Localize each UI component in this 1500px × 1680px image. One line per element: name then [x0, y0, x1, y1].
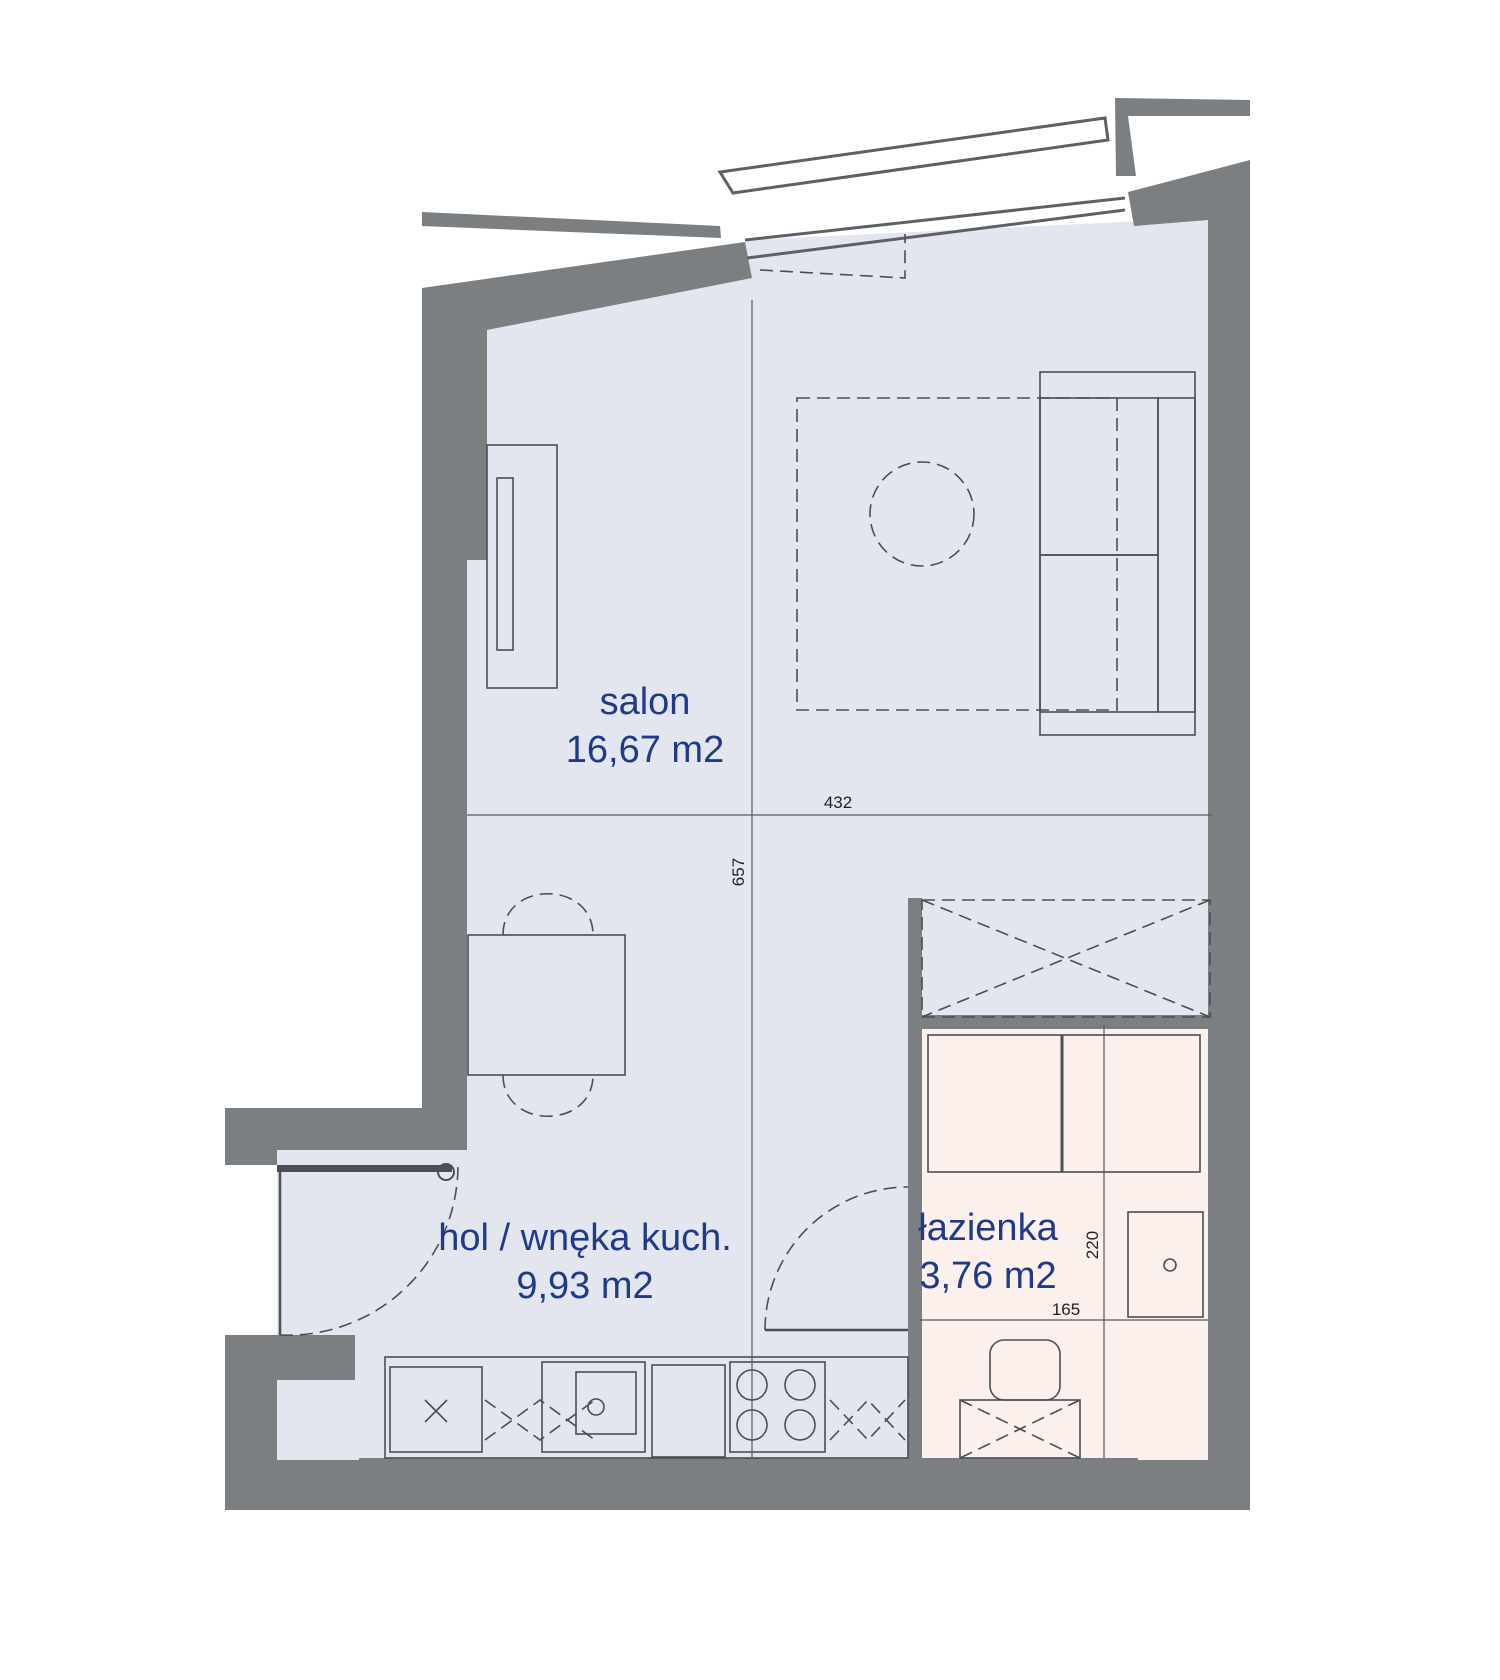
bathroom-fixtures	[927, 1034, 1204, 1459]
dim-bath-width-label: 165	[1052, 1300, 1080, 1319]
salon-hol-floor	[277, 218, 1208, 1458]
toilet-x2	[959, 1399, 1081, 1459]
sofa-back	[1157, 397, 1196, 713]
dim-bath-depth-label: 220	[1083, 1231, 1102, 1259]
wall-top-left-strip	[422, 212, 721, 238]
wall-entrance-upper	[225, 1108, 467, 1165]
lazienka-name: łazienka	[918, 1207, 1058, 1249]
wardrobe-x2	[921, 899, 1211, 1018]
salon-name: salon	[600, 681, 691, 723]
dining-table	[467, 934, 626, 1076]
window-line-b	[746, 208, 1126, 260]
wall-bottom	[225, 1458, 1250, 1510]
chair-top	[502, 893, 594, 936]
shower	[927, 1034, 1201, 1173]
window-line-a	[744, 196, 1126, 242]
kitchen	[384, 1356, 909, 1459]
door-frame	[277, 1165, 452, 1172]
tv-cabinet	[486, 444, 558, 689]
balcony-frame	[717, 116, 1110, 195]
door-handle	[437, 1163, 455, 1181]
wall-left	[422, 242, 752, 1115]
counter	[384, 1356, 909, 1459]
salon-furniture	[486, 371, 1196, 736]
hob	[729, 1361, 826, 1453]
dim-depth-label: 657	[729, 858, 748, 886]
cabinet-1	[484, 1399, 596, 1441]
washbasin-drain	[1163, 1258, 1177, 1272]
dining-set	[467, 893, 626, 1117]
fridge-mark-2	[424, 1399, 448, 1423]
entrance-door	[277, 1163, 459, 1336]
wall-bath-top	[908, 1015, 1208, 1029]
balcony-window	[717, 116, 1126, 279]
wardrobe-x1	[921, 899, 1211, 1018]
sink-drain	[587, 1398, 605, 1416]
bath-door-swing	[764, 1186, 909, 1331]
dim-width-label: 432	[824, 793, 852, 812]
cabinet-2	[484, 1399, 596, 1441]
coffee-table	[869, 461, 975, 567]
window-door-swing	[759, 234, 906, 279]
toilet-area	[959, 1399, 1081, 1459]
wardrobe-box	[921, 899, 1211, 1018]
cabinet-4	[829, 1398, 906, 1441]
fridge	[389, 1366, 483, 1453]
shaft-right	[1138, 1380, 1208, 1460]
washbasin	[1127, 1211, 1204, 1318]
wall-right	[1128, 160, 1250, 1488]
wall-right-pier	[1115, 98, 1250, 176]
hob-ring-4	[784, 1409, 816, 1441]
dishwasher	[651, 1364, 726, 1458]
lazienka-area: 3,76 m2	[919, 1255, 1056, 1297]
bathroom-door	[764, 1186, 909, 1332]
hob-ring-2	[784, 1369, 816, 1401]
cabinet-3	[829, 1399, 906, 1442]
dimensions	[467, 300, 1212, 1458]
rug	[796, 397, 1118, 711]
chair-bottom	[502, 1074, 594, 1117]
salon-area: 16,67 m2	[566, 729, 724, 771]
tv	[496, 477, 514, 651]
hol-name: hol / wnęka kuch.	[438, 1217, 732, 1259]
hol-area: 9,93 m2	[516, 1265, 653, 1307]
wall-bath-partition	[908, 898, 922, 1458]
wardrobe	[921, 899, 1211, 1018]
lazienka-floor	[920, 1025, 1208, 1458]
shaft-left	[277, 1380, 359, 1460]
sink-bowl	[575, 1371, 637, 1435]
sink	[541, 1361, 646, 1453]
